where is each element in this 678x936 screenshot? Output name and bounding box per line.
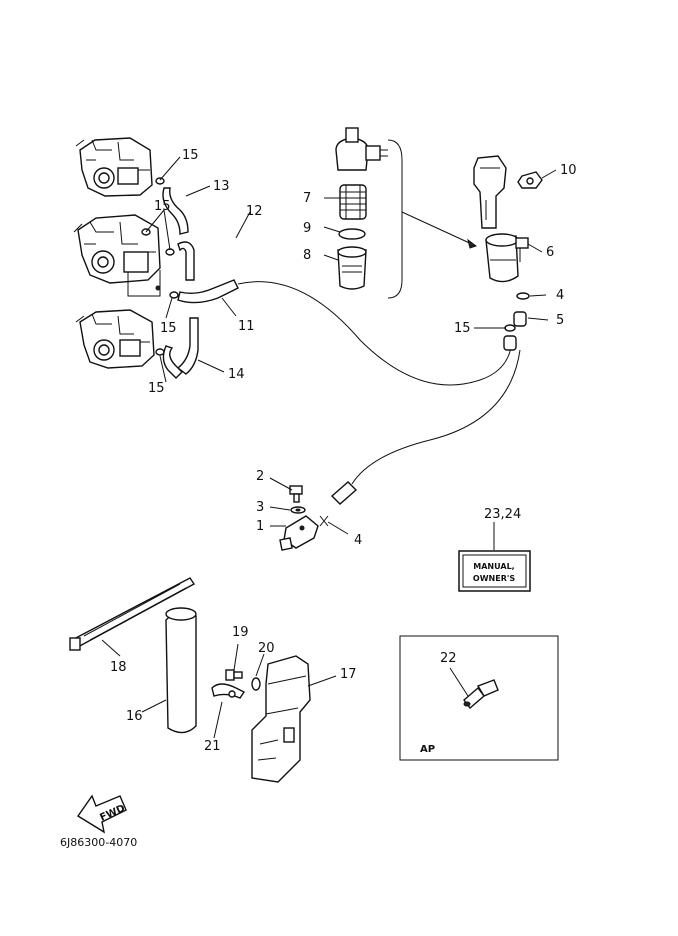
diagram-code: 6J86300-4070	[60, 836, 137, 849]
callout-1: 1	[256, 519, 264, 534]
washer-20	[251, 677, 261, 691]
callout-13: 13	[213, 179, 230, 194]
callout-15-bottom: 15	[148, 381, 165, 396]
callout-6: 6	[546, 245, 554, 260]
hose-clip-15-top	[155, 177, 165, 185]
joint-5	[513, 311, 527, 327]
callout-15-lower: 15	[160, 321, 177, 336]
filter-cap	[335, 127, 388, 171]
leader-lines	[101, 156, 557, 739]
callout-4-right: 4	[556, 288, 564, 303]
callout-11: 11	[238, 319, 255, 334]
callout-9: 9	[303, 221, 311, 236]
clamp-21	[211, 683, 246, 699]
callout-15-mid: 15	[154, 199, 171, 214]
callout-23-24: 23,24	[484, 507, 521, 522]
bolt-2	[289, 485, 303, 503]
fitting-22	[463, 679, 499, 710]
callout-2: 2	[256, 469, 264, 484]
callout-7: 7	[303, 191, 311, 206]
ap-label: AP	[420, 744, 435, 755]
fuel-hose-14b	[162, 345, 183, 379]
ap-box: AP	[399, 635, 559, 761]
manual-owners-box: MANUAL, OWNER'S	[458, 550, 531, 592]
callout-4-center: 4	[354, 533, 362, 548]
carburetor-top	[75, 137, 153, 197]
fuel-line-11	[237, 281, 513, 386]
joint-right-lower	[503, 335, 517, 351]
washer-4-right	[516, 292, 530, 300]
carburetor-middle	[73, 214, 161, 297]
callout-21: 21	[204, 739, 221, 754]
filter-cup-8	[337, 246, 367, 290]
fuel-hose-joint	[330, 481, 358, 505]
callout-18: 18	[110, 660, 127, 675]
filter-bracket	[473, 155, 507, 229]
hose-clip-15-c	[155, 285, 179, 299]
callout-15-right: 15	[454, 321, 471, 336]
sleeve-16	[165, 607, 197, 734]
clip-15-right	[504, 324, 516, 332]
fuel-line-4	[351, 349, 521, 485]
washer-4-center	[319, 515, 329, 527]
callout-19: 19	[232, 625, 249, 640]
manual-label-line1: MANUAL,	[473, 562, 514, 571]
carburetor-bottom	[75, 309, 155, 369]
screw-19	[225, 669, 243, 681]
hose-clip-15-bottom	[155, 348, 165, 356]
filter-element-7	[339, 184, 367, 220]
washer-3	[290, 506, 306, 514]
callout-5: 5	[556, 313, 564, 328]
callout-17: 17	[340, 667, 357, 682]
fuel-hose-13	[162, 187, 189, 235]
fuel-hose-14	[176, 317, 199, 375]
fuel-hose-11	[177, 279, 239, 304]
nut-10	[517, 171, 543, 189]
forward-arrow-icon: FWD	[77, 794, 127, 834]
cable-tie-18	[69, 577, 196, 651]
callout-12: 12	[246, 204, 263, 219]
callouts: 15 13 15 12 15 11 14 15 7 9 8 10 6 4 5 1…	[110, 148, 577, 754]
fuel-hose-13b	[177, 241, 195, 281]
fuel-filter-6	[485, 233, 529, 283]
manual-label-line2: OWNER'S	[473, 574, 515, 583]
callout-10: 10	[560, 163, 577, 178]
callout-14: 14	[228, 367, 245, 382]
callout-8: 8	[303, 248, 311, 263]
bracket-17	[251, 655, 311, 783]
fuel-joint-1	[279, 515, 319, 551]
callout-20: 20	[258, 641, 275, 656]
callout-22: 22	[440, 651, 457, 666]
callout-3: 3	[256, 500, 264, 515]
o-ring-9	[338, 228, 366, 240]
callout-16: 16	[126, 709, 143, 724]
callout-15-top: 15	[182, 148, 199, 163]
assembly-bracket	[387, 139, 403, 299]
